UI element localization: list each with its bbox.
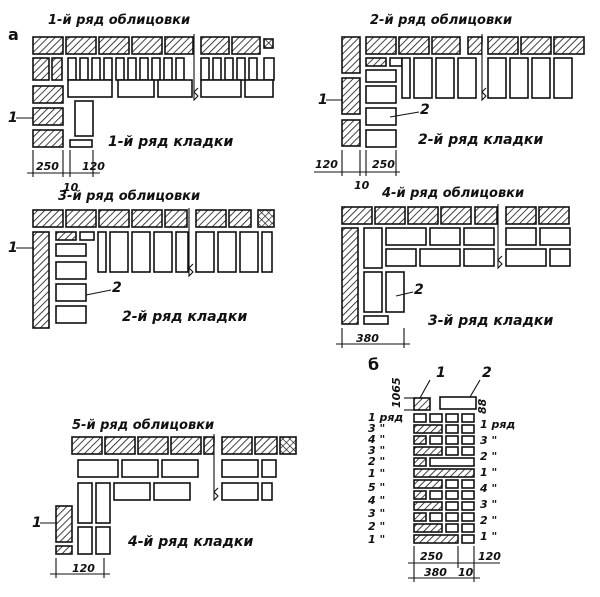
sectionb-left-row-label: 1 " — [368, 467, 385, 480]
sectionb-bricks — [413, 396, 477, 544]
panel3-row-label: 2-й ряд кладки — [122, 309, 247, 325]
sectionb-left-row-label: 3 " — [368, 444, 385, 457]
panel1-bricks — [32, 36, 275, 148]
sectionb-left-row-label: 1 ряд — [368, 411, 403, 424]
sectionb-left-row-label: 2 " — [368, 455, 385, 468]
panel-row4-cladding: 4-й ряд облицовки 2 — [336, 186, 571, 348]
panel5-title: 5-й ряд облицовки — [72, 418, 214, 433]
panel2-dim-120: 120 — [315, 158, 338, 171]
panel-row3-cladding: 3-й ряд облицовки — [8, 189, 275, 329]
panel1-row-label: 1-й ряд кладки — [108, 134, 233, 150]
panel4-leader-2: 2 — [414, 282, 424, 298]
panel5-dim-120: 120 — [72, 562, 95, 575]
sectionb-left-row-label: 3 " — [368, 507, 385, 520]
panel2-dim-250: 250 — [372, 158, 395, 171]
sectionb-right-row-label: 3 " — [480, 434, 497, 447]
panel1-dim-120: 120 — [82, 160, 105, 173]
sectionb-dim-1065: 1065 — [390, 377, 403, 408]
panel4-title: 4-й ряд облицовки — [381, 186, 524, 201]
panel-row5-cladding: 5-й ряд облицовки 1 — [32, 418, 297, 578]
sectionb-right-row-label: 1 " — [480, 530, 497, 543]
panel5-leader-1: 1 — [32, 515, 42, 531]
panel1-leader-1: 1 — [8, 110, 18, 126]
sectionb-left-row-label: 4 " — [367, 433, 385, 446]
sectionb-dim-10: 10 — [458, 566, 474, 579]
sectionb-dim-120: 120 — [478, 550, 501, 563]
panel4-dim-380: 380 — [356, 332, 379, 345]
sectionb-right-row-label: 2 " — [480, 514, 497, 527]
sectionb-right-row-label: 4 " — [479, 482, 497, 495]
sectionb-left-row-label: 3 " — [368, 422, 385, 435]
sectionb-right-row-label: 1 " — [480, 466, 497, 479]
panel2-dim-10: 10 — [354, 179, 370, 192]
sectionb-dim-88: 88 — [476, 398, 489, 414]
panel3-leader-2: 2 — [112, 280, 122, 296]
panel-row2-cladding: 2-й ряд облицовки — [314, 13, 585, 192]
sectionb-dim-250: 250 — [420, 550, 443, 563]
panel1-dim-250: 250 — [36, 160, 59, 173]
panel1-title: 1-й ряд облицовки — [48, 13, 190, 28]
section-b-wall-section: б 1 2 1065 88 — [367, 355, 515, 582]
section-b-label: б — [368, 355, 379, 374]
panel4-bricks — [341, 206, 571, 325]
sectionb-right-row-labels: 1 ряд 3 " 2 " 1 " 4 " 3 " 2 " 1 " — [479, 418, 515, 543]
panel3-leader-1: 1 — [8, 240, 18, 256]
sectionb-right-row-label: 1 ряд — [480, 418, 515, 431]
panel2-bricks — [341, 36, 585, 148]
panel4-row-label: 3-й ряд кладки — [428, 313, 553, 329]
panel5-bricks — [55, 436, 297, 555]
panel1-dim-10: 10 — [63, 181, 79, 194]
sectionb-left-row-label: 5 " — [368, 481, 385, 494]
section-a-label: а — [8, 25, 19, 44]
panel2-title: 2-й ряд облицовки — [370, 13, 512, 28]
sectionb-left-row-label: 4 " — [367, 494, 385, 507]
panel2-leader-2: 2 — [420, 102, 430, 118]
sectionb-leader-1: 1 — [436, 365, 446, 381]
panel2-leader-1: 1 — [318, 92, 328, 108]
sectionb-left-row-labels: 1 ряд 3 " 4 " 3 " 2 " 1 " 5 " 4 " 3 " 2 … — [367, 411, 403, 546]
sectionb-right-row-label: 3 " — [480, 498, 497, 511]
sectionb-left-row-label: 2 " — [368, 520, 385, 533]
panel-row1-cladding: 1-й ряд облицовки — [8, 13, 275, 194]
panel2-row-label: 2-й ряд кладки — [418, 132, 543, 148]
panel5-row-label: 4-й ряд кладки — [127, 534, 253, 550]
panel3-bricks — [32, 209, 275, 329]
sectionb-right-row-label: 2 " — [480, 450, 497, 463]
sectionb-leader-2: 2 — [482, 365, 492, 381]
sectionb-dim-380: 380 — [424, 566, 447, 579]
panel3-title: 3-й ряд облицовки — [58, 189, 200, 204]
sectionb-left-row-label: 1 " — [368, 533, 385, 546]
